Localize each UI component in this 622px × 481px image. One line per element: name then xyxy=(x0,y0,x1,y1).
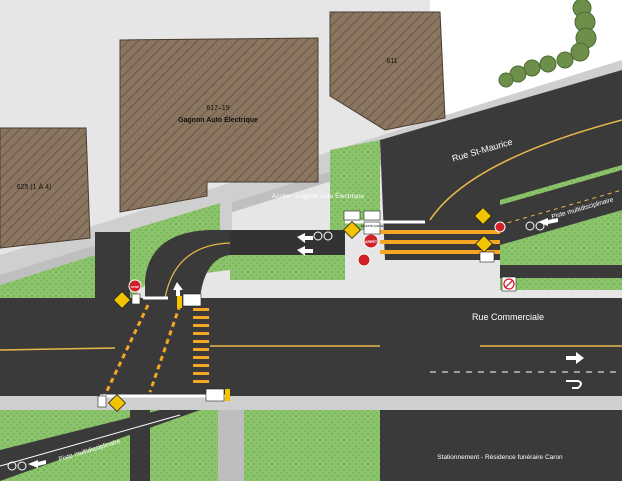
building-617-number: 617–19 xyxy=(206,105,229,112)
arrow-icon xyxy=(173,233,584,364)
sign-panel xyxy=(343,210,361,221)
sign-panel xyxy=(205,388,225,402)
stop-sign-icon xyxy=(494,221,506,233)
no-left-turn-icon xyxy=(501,276,517,292)
warning-sign-icon xyxy=(342,220,362,240)
building-611 xyxy=(329,11,446,131)
building-625-number: 625 (1 À 4) xyxy=(17,182,52,191)
tree-hedge xyxy=(498,0,597,88)
grass-patch xyxy=(0,255,95,300)
bottom-walkway xyxy=(218,410,244,481)
sign-panel xyxy=(182,293,202,307)
walkway xyxy=(220,190,232,230)
building-617 xyxy=(119,37,319,213)
stop-sign-icon xyxy=(128,279,142,293)
grass-patch xyxy=(500,210,622,265)
bike-lane-line xyxy=(499,189,622,226)
bike-lane-bottom-line xyxy=(0,414,181,467)
warning-sign-icon xyxy=(112,290,132,310)
bicycle-icon xyxy=(313,231,333,241)
exit-sign-text: EXCEPTÉ SORTIE xyxy=(361,223,384,228)
exit-sign-panel xyxy=(363,221,381,235)
st-maurice-center-line xyxy=(429,119,622,221)
parking-lot xyxy=(380,410,622,481)
rue-st-maurice-road xyxy=(380,70,622,260)
sign-post xyxy=(177,296,182,308)
bike-lane-top xyxy=(500,170,622,245)
arrow-icon xyxy=(538,218,558,226)
sign-panel xyxy=(363,210,381,221)
center-line xyxy=(0,347,116,351)
building-611-number: 611 xyxy=(386,58,397,65)
grass-patch xyxy=(230,255,345,280)
open-lot xyxy=(430,0,622,120)
stop-sign-text: ARRÊT xyxy=(365,239,378,244)
crosswalk-east xyxy=(380,230,500,254)
rue-commerciale-road xyxy=(0,298,622,396)
crosswalk-west xyxy=(103,304,182,396)
sign-panel xyxy=(479,251,495,263)
stationnement-label: Stationnement - Résidence funéraire Caro… xyxy=(437,454,563,461)
building-625 xyxy=(0,127,91,249)
crosswalk-center xyxy=(193,308,209,383)
sign-panel xyxy=(97,395,107,408)
acces-label: Accès - Gagnon Auto Électrique xyxy=(272,191,365,200)
u-turn-arrow-icon xyxy=(566,380,582,389)
left-alley xyxy=(95,232,130,300)
driveway-center-line xyxy=(164,242,340,299)
bicycle-icon xyxy=(7,461,27,471)
warning-sign-icon xyxy=(473,206,493,226)
grass-patch xyxy=(500,278,622,290)
arrow-icon xyxy=(28,460,46,468)
stop-sign-icon xyxy=(357,253,371,267)
bottom-sidewalk xyxy=(0,396,622,410)
rue-commerciale-label: Rue Commerciale xyxy=(472,312,544,322)
warning-sign-icon xyxy=(107,393,127,413)
stop-sign-text: STOP xyxy=(131,285,139,289)
warning-sign-icon xyxy=(474,234,494,254)
bike-crossing-strip xyxy=(230,230,345,255)
bicycle-icon xyxy=(525,221,545,231)
right-turn-lane xyxy=(500,265,622,278)
sign-post xyxy=(225,389,230,401)
grass-patch xyxy=(330,140,380,230)
bike-lane-bottom xyxy=(0,410,200,481)
sign-post xyxy=(131,293,141,305)
building-617-name: Gagnon Auto Électrique xyxy=(178,115,258,124)
